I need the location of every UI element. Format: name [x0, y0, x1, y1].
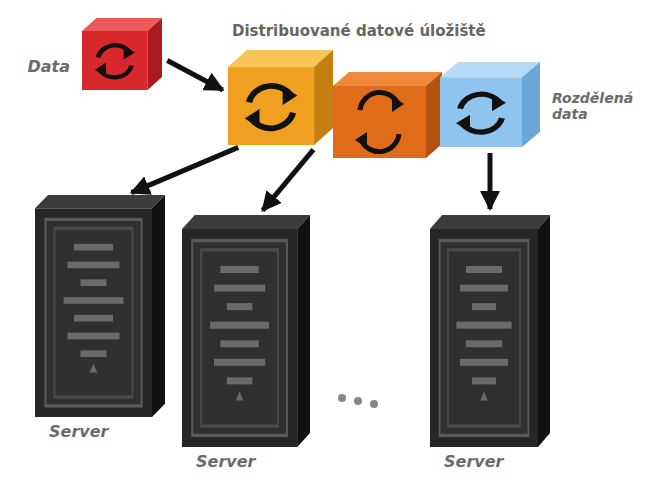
flow-arrow	[488, 153, 493, 209]
flow-arrow	[263, 150, 314, 211]
server: Server	[35, 195, 165, 417]
node-label: Server	[444, 453, 503, 471]
server-shape	[182, 215, 310, 447]
flow-arrow	[132, 147, 239, 192]
cube-shape	[228, 50, 333, 145]
server: Server	[430, 215, 550, 447]
group-title: Distribuované datové úložiště	[232, 23, 486, 40]
storage-cube: Distribuované datové úložiště	[228, 50, 333, 145]
server-shape	[35, 195, 165, 417]
node-label: Server	[196, 453, 255, 471]
split-data-cube: Rozdělená data	[440, 62, 540, 147]
node-label: Server	[49, 423, 108, 441]
server: Server	[182, 215, 310, 447]
node-label: Rozdělená data	[552, 90, 644, 122]
node-label: Data	[27, 58, 70, 76]
server-shape	[430, 215, 550, 447]
flow-arrow	[167, 60, 222, 90]
data-cube: Data	[82, 18, 162, 90]
ellipsis-dots	[338, 394, 378, 408]
cube-shape	[82, 18, 162, 90]
cube-shape	[440, 62, 540, 147]
middle-storage-cube	[333, 72, 442, 158]
